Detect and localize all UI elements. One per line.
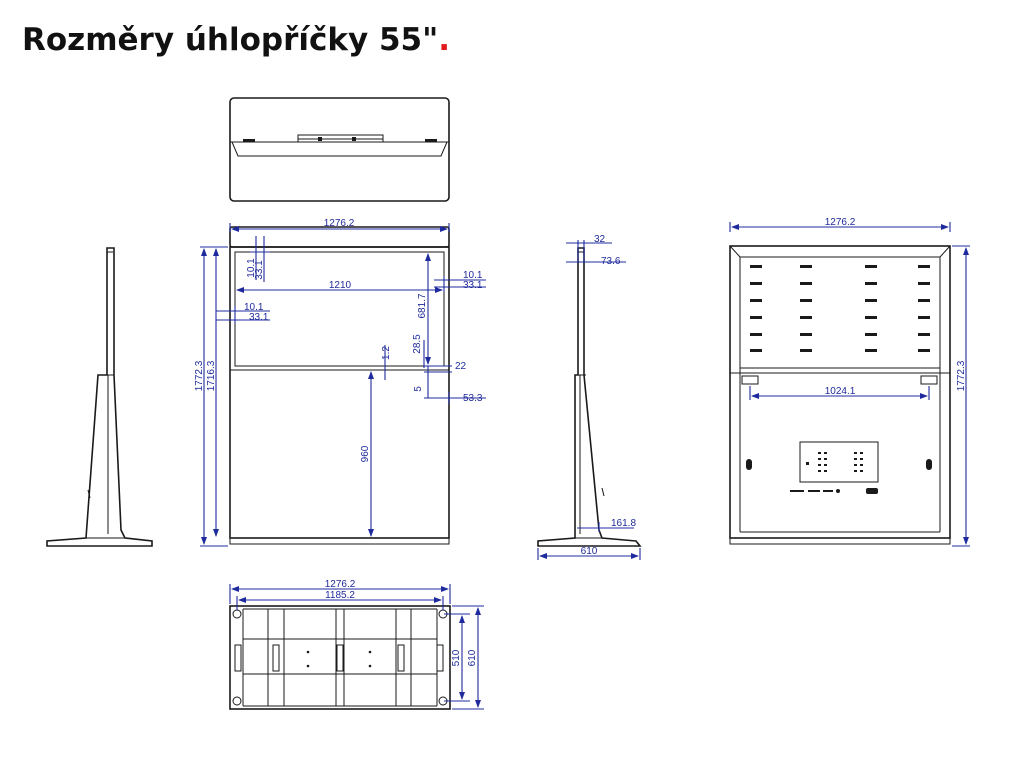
base-height-label: 161.8: [611, 518, 636, 529]
mount-width-label: 1024.1: [825, 386, 856, 397]
left-bezel-a-label: 10.1: [244, 302, 264, 313]
page-title: Rozměry úhlopříčky 55".: [22, 22, 450, 58]
screen-width-label: 1210: [329, 280, 352, 291]
back-view: 1276.2 1772.3 1024.1: [729, 217, 970, 547]
front-total-height-label: 1772.3: [194, 360, 205, 391]
front-body-height-label: 1716.3: [206, 360, 217, 391]
side-bezel-a-label: 10.1: [463, 270, 483, 281]
top-bezel-b-label: 33.1: [254, 260, 265, 280]
top-thickness-label: 32: [594, 234, 606, 245]
title-text: Rozměry úhlopříčky 55": [22, 22, 439, 58]
back-height-label: 1772.3: [956, 360, 967, 391]
front-view: 1276.2 1210 1772.3 1716.3 10.1 33.1 10.1…: [194, 218, 486, 547]
front-width-label: 1276.2: [324, 218, 355, 229]
back-width-label: 1276.2: [825, 217, 856, 228]
gap-b-label: 28.5: [412, 334, 423, 354]
base-outer-width-label: 1276.2: [325, 579, 356, 590]
vent-grille: [750, 265, 930, 352]
top-depth-label: 73.6: [601, 256, 621, 267]
base-view: 1276.2 1185.2 510 610: [229, 579, 484, 710]
gap-a-label: 1.2: [381, 346, 392, 360]
gap-e-label: 53.3: [463, 393, 483, 404]
right-side-view: 32 73.6 161.8 610: [537, 234, 642, 560]
left-bezel-b-label: 33.1: [249, 312, 269, 323]
screen-height-label: 681.7: [417, 293, 428, 318]
gap-c-label: 22: [455, 361, 467, 372]
bottom-height-label: 960: [360, 445, 371, 462]
left-side-view: [46, 247, 153, 547]
io-ports: [806, 452, 863, 472]
base-inner-width-label: 1185.2: [325, 590, 355, 601]
base-outer-depth-label: 610: [467, 649, 478, 666]
title-dot: .: [438, 22, 451, 58]
top-view: [229, 97, 450, 202]
base-depth-label: 610: [581, 546, 598, 557]
gap-d-label: 5: [413, 386, 424, 392]
side-bezel-b-label: 33.1: [463, 280, 483, 291]
base-inner-depth-label: 510: [451, 649, 462, 666]
top-bezel-a-label: 10.1: [246, 258, 257, 278]
